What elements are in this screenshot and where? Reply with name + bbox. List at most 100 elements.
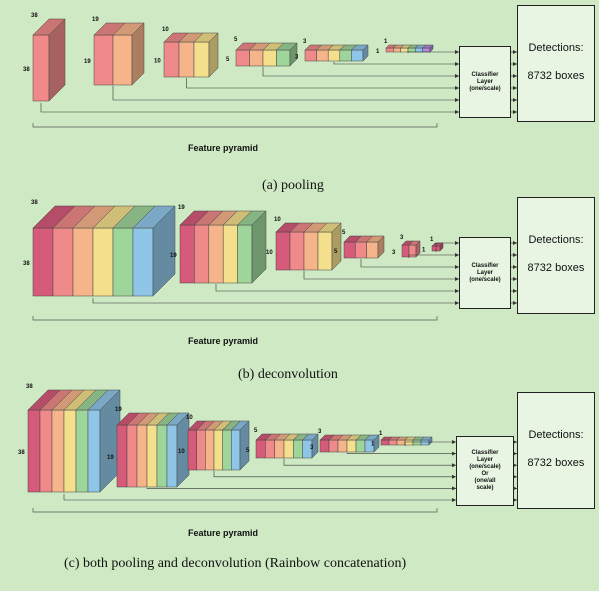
feature-slice xyxy=(263,50,277,66)
feature-arrow xyxy=(408,52,459,53)
detections-box: Detections:8732 boxes xyxy=(517,5,595,122)
feature-size-label: 1 xyxy=(379,431,383,437)
feature-size-label: 19 xyxy=(178,205,185,211)
detections-count: 8732 boxes xyxy=(518,262,594,274)
feature-size-label: 10 xyxy=(274,217,281,223)
feature-arrow xyxy=(361,259,459,267)
detections-count: 8732 boxes xyxy=(518,70,594,82)
feature-slice xyxy=(188,430,197,470)
feature-slice xyxy=(250,50,264,66)
feature-slice xyxy=(293,440,302,458)
feature-size-label: 38 xyxy=(26,384,33,390)
detections-box: Detections: 8732 boxes xyxy=(517,197,595,314)
feature-side-label: 19 xyxy=(84,59,91,65)
feature-slice xyxy=(393,48,400,52)
feature-arrow xyxy=(304,271,459,279)
feature-slice xyxy=(33,228,53,296)
feature-size-label: 10 xyxy=(162,27,169,33)
classifier-line: Or xyxy=(481,471,488,478)
pyramid-bracket xyxy=(33,123,437,127)
feature-slice xyxy=(117,425,127,487)
feature-slice xyxy=(223,430,232,470)
feature-slice xyxy=(256,440,265,458)
detections-title: Detections: xyxy=(518,429,594,441)
classifier-line: (one/scale) xyxy=(469,464,500,471)
feature-slice xyxy=(73,228,93,296)
feature-slice xyxy=(347,440,356,452)
feature-map-1: 11 xyxy=(376,39,433,55)
detections-title: Detections: xyxy=(518,234,594,246)
feature-arrow xyxy=(41,103,459,112)
feature-slice xyxy=(413,440,421,445)
feature-slice xyxy=(421,440,429,445)
feature-slice xyxy=(127,425,137,487)
feature-side-label: 19 xyxy=(107,455,114,461)
feature-slice xyxy=(276,232,290,270)
feature-slice xyxy=(320,440,329,452)
feature-slice xyxy=(231,430,240,470)
feature-slice xyxy=(94,35,113,85)
feature-map-1: 11 xyxy=(422,237,443,254)
feature-slice xyxy=(194,225,208,283)
classifier-line: Classifier xyxy=(471,450,498,457)
feature-slice xyxy=(197,430,206,470)
feature-slice xyxy=(318,232,332,270)
feature-slice xyxy=(415,48,422,52)
feature-size-label: 5 xyxy=(342,230,346,236)
feature-arrow xyxy=(347,453,456,454)
feature-slice xyxy=(209,225,223,283)
feature-slice xyxy=(290,232,304,270)
feature-side-label: 10 xyxy=(154,59,161,65)
feature-map-10: 10 10 xyxy=(154,27,218,77)
feature-slice xyxy=(402,245,409,257)
feature-slice xyxy=(304,232,318,270)
feature-map-1: 11 xyxy=(371,431,432,448)
classifier-line: (one/all xyxy=(474,478,495,485)
feature-slice xyxy=(401,48,408,52)
feature-arrow xyxy=(64,494,456,500)
feature-arrow xyxy=(187,78,460,88)
feature-side-label: 1 xyxy=(422,248,426,254)
classifier-line: (one/scale) xyxy=(469,86,500,93)
feature-slice xyxy=(205,430,214,470)
feature-size-label: 19 xyxy=(115,407,122,413)
feature-slice xyxy=(179,42,194,77)
feature-side-label: 38 xyxy=(23,261,30,267)
feature-size-label: 3 xyxy=(318,429,322,435)
feature-size-label: 1 xyxy=(384,39,388,45)
feature-pyramid-label: Feature pyramid xyxy=(188,143,258,153)
feature-slice xyxy=(137,425,147,487)
feature-slice xyxy=(351,50,363,61)
feature-slice xyxy=(76,410,88,492)
feature-slice xyxy=(113,228,133,296)
feature-slice xyxy=(28,410,40,492)
feature-arrow xyxy=(93,298,459,303)
classifier-line: Layer xyxy=(477,457,493,464)
feature-size-label: 1 xyxy=(430,237,434,243)
feature-map-3: 33 xyxy=(310,429,379,452)
feature-slice xyxy=(64,410,76,492)
feature-size-label: 3 xyxy=(400,235,404,241)
feature-map-5: 55 xyxy=(246,428,318,458)
feature-arrow xyxy=(214,471,456,477)
feature-slice xyxy=(275,440,284,458)
feature-slice xyxy=(338,440,347,452)
detections-box: Detections: 8732 boxes xyxy=(517,392,595,509)
detections-count: 8732 boxes xyxy=(518,457,594,469)
feature-size-label: 3 xyxy=(303,39,307,45)
feature-arrow xyxy=(216,284,459,291)
feature-slice xyxy=(53,228,73,296)
feature-slice xyxy=(340,50,352,61)
feature-slice xyxy=(344,242,355,258)
feature-slice xyxy=(284,440,293,458)
panel-caption: (b) deconvolution xyxy=(238,367,338,383)
feature-slice xyxy=(33,35,49,101)
feature-pyramid-label: Feature pyramid xyxy=(188,336,258,346)
feature-side-label: 38 xyxy=(18,450,25,456)
classifier-line: (one/scale) xyxy=(469,277,500,284)
feature-slice xyxy=(223,225,237,283)
